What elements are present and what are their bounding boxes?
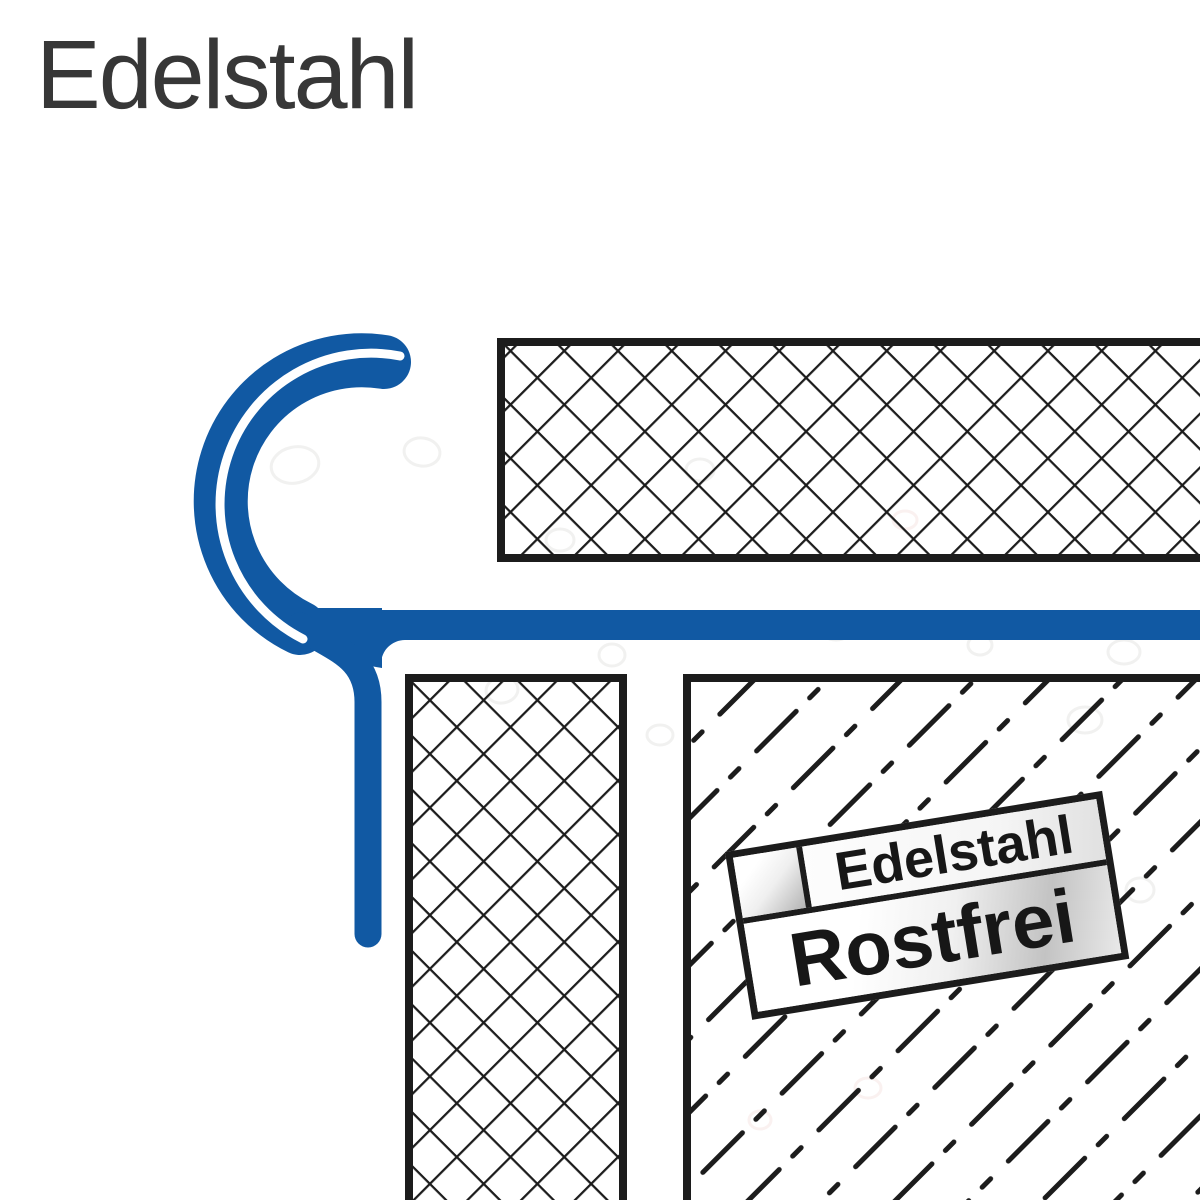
profile-score-line	[215, 348, 405, 644]
page-title: Edelstahl	[36, 20, 419, 129]
tile-top-crosshatch	[497, 338, 1200, 562]
seal-blank-cell	[733, 846, 812, 919]
profile-vertical-leg	[286, 612, 382, 948]
profile-fillet	[381, 640, 405, 664]
profile-cross-section	[193, 333, 1200, 948]
tile-side-crosshatch	[405, 674, 627, 1200]
